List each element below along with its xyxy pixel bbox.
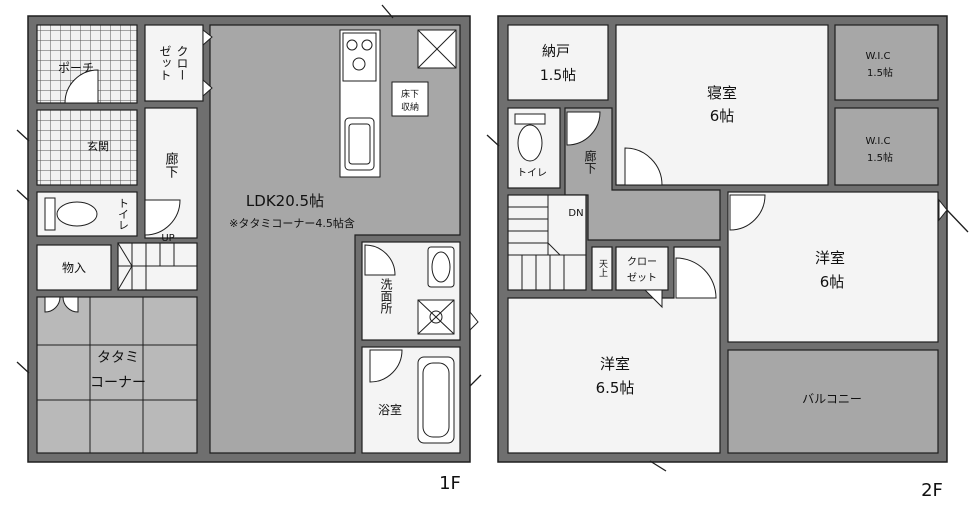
- entrance-area: [36, 109, 138, 186]
- window-marks-2f: [486, 134, 969, 472]
- storage-door-swing-left: [44, 296, 61, 313]
- western-room-east-label: 洋室: [815, 249, 845, 267]
- western-room-south-door-swing: [675, 257, 717, 299]
- tatami-label-line2: コーナー: [90, 375, 146, 391]
- balcony-area: [727, 349, 939, 454]
- storeroom-area: [507, 24, 609, 101]
- closet-door-upper: [202, 28, 213, 47]
- stairs-2f-steps: [508, 195, 586, 290]
- storeroom-label: 納戸: [542, 44, 570, 60]
- tatami-corner-area: [36, 296, 198, 454]
- wic-upper-size: 1.5帖: [867, 66, 893, 79]
- storeroom-size: 1.5帖: [540, 68, 576, 84]
- hallway-2f-label: 廊下: [583, 149, 597, 174]
- bathtub-icon: [417, 356, 455, 444]
- bathroom-label: 浴室: [378, 402, 402, 417]
- refrigerator-icon: [417, 29, 457, 69]
- bedroom-label: 寝室: [707, 84, 737, 102]
- underfloor-storage-label-line2: 収納: [401, 101, 419, 113]
- western-room-east-size: 6帖: [820, 273, 845, 291]
- closet-1f-label-col2: ゼット: [158, 45, 172, 81]
- toilet-2f-icon: [514, 113, 546, 162]
- underfloor-storage-box: [391, 81, 429, 117]
- toilet-2f-label: トイレ: [517, 168, 547, 179]
- ldk-floor: [209, 24, 461, 454]
- entrance-door-swing: [64, 69, 99, 104]
- western-room-south-label: 洋室: [600, 355, 630, 373]
- tatami-mat-lines: [37, 297, 197, 453]
- closet-1f-label-col1: クロー: [175, 45, 189, 81]
- western-room-east-area: [727, 191, 939, 343]
- storage-door-swing-right: [62, 296, 79, 313]
- ldk-note: ※タタミコーナー4.5帖含: [229, 216, 355, 230]
- sink-icon: [344, 117, 375, 171]
- ldk-label: LDK20.5帖: [246, 192, 324, 210]
- floor-2f-label: 2F: [921, 480, 943, 501]
- toilet-1f-door-swing: [144, 199, 181, 236]
- tatami-label-line1: タタミ: [97, 350, 139, 366]
- hallway-1f-label: 廊下: [163, 151, 179, 178]
- toilet-2f-door-swing: [566, 111, 601, 146]
- western-room-south-area: [507, 246, 721, 454]
- toilet-1f-label: トイレ: [117, 198, 130, 231]
- western-room-south-size: 6.5帖: [596, 379, 635, 397]
- storage-label: 物入: [62, 261, 86, 275]
- bedroom-door-swing: [624, 147, 663, 186]
- bedroom-size: 6帖: [710, 107, 735, 125]
- closet-2f-label-line1: クロー: [627, 256, 657, 268]
- small-storage-label: 天上: [597, 259, 608, 277]
- stove-icon: [342, 32, 377, 82]
- floor-2f: 納戸 1.5帖 寝室 6帖 W.I.C 1.5帖 W.I.C 1.5帖 トイレ …: [486, 15, 969, 501]
- closet-2f-door: [643, 289, 663, 309]
- washbasin-icon: [427, 246, 455, 288]
- underfloor-storage-label-line1: 床下: [401, 88, 419, 100]
- wic-lower-size: 1.5帖: [867, 151, 893, 164]
- stairs-down-label: DN: [568, 208, 583, 219]
- wic-upper-label: W.I.C: [865, 51, 890, 62]
- closet-door-lower: [202, 78, 213, 98]
- entrance-label: 玄関: [87, 139, 109, 153]
- toilet-1f-icon: [44, 197, 98, 231]
- porch-label: ポーチ: [58, 61, 94, 75]
- washing-machine-icon: [417, 299, 455, 335]
- closet-1f-area: [144, 24, 204, 102]
- wic-upper-area: [834, 24, 939, 101]
- bathroom-door-swing: [369, 349, 403, 383]
- closet-2f-label-line2: ゼット: [627, 272, 657, 284]
- washroom-label: 洗面所: [379, 278, 393, 314]
- storage-1f-area: [36, 244, 112, 291]
- kitchen-counter: [339, 29, 381, 178]
- stairs-up-label: UP: [161, 233, 174, 244]
- floor-1f: ポーチ クロー ゼット 玄関 廊下 トイレ UP 物入 タタミ コーナー LDK…: [16, 4, 482, 494]
- floor-1f-label: 1F: [439, 473, 461, 494]
- small-storage-area: [591, 246, 613, 291]
- stairs-1f-steps: [117, 242, 197, 291]
- wic-lower-label: W.I.C: [865, 136, 890, 147]
- wic-lower-area: [834, 107, 939, 186]
- western-room-east-door-swing: [729, 194, 766, 231]
- balcony-label: バルコニー: [802, 392, 862, 406]
- washroom-door-swing: [364, 244, 396, 276]
- window-marks-1f: [16, 4, 482, 387]
- closet-2f-area: [615, 246, 669, 291]
